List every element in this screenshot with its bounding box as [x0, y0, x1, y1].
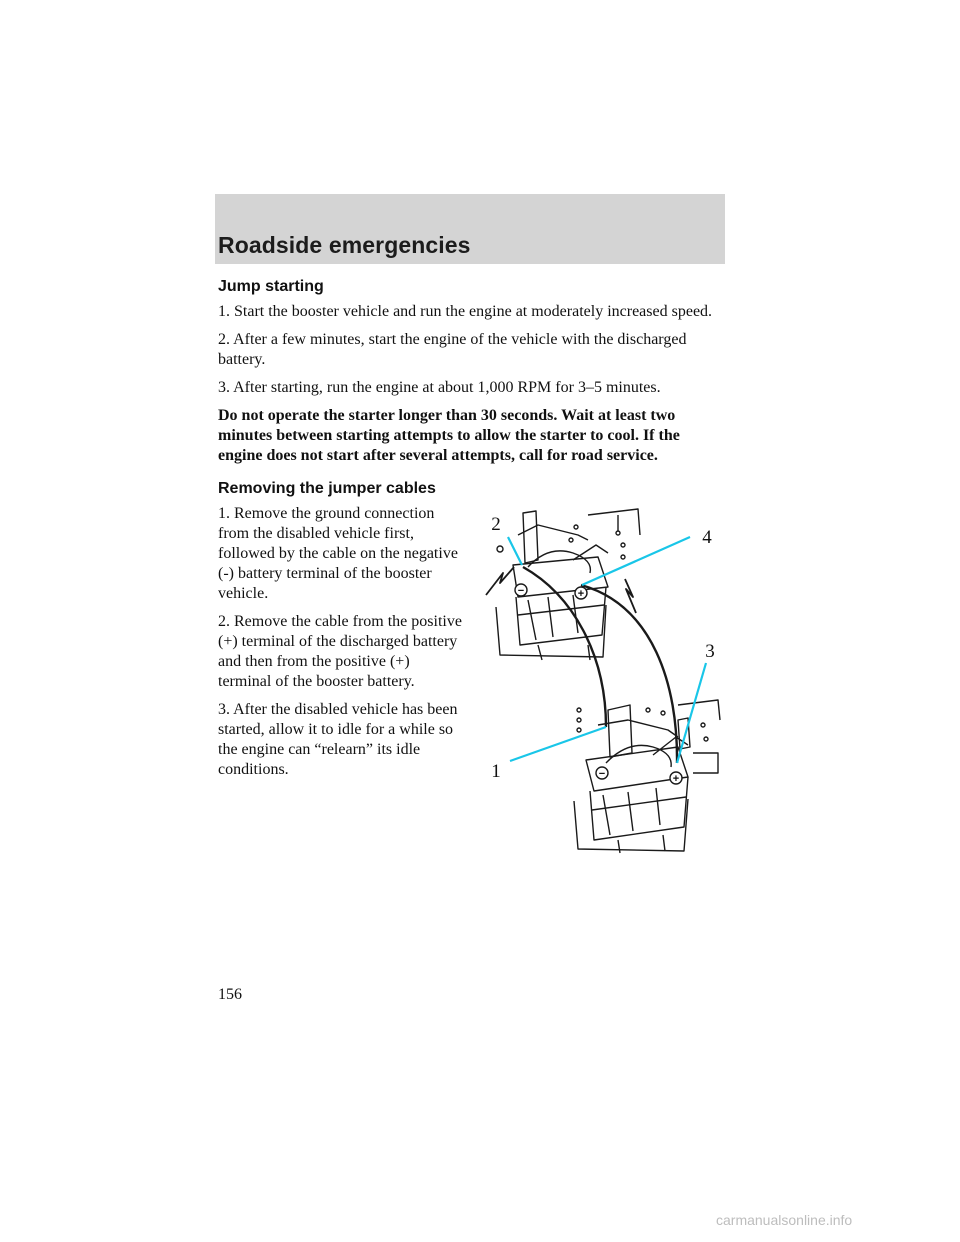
disabled-battery: [573, 699, 721, 854]
callout-leader-3: [675, 662, 708, 764]
jump-step-1: 1. Start the booster vehicle and run the…: [218, 303, 713, 320]
negative-terminal-sign: −: [518, 585, 524, 597]
callout-number-1: 1: [491, 761, 501, 782]
booster-battery: [495, 508, 641, 661]
jumper-cable-diagram: − + − + 2 4 3 1: [478, 505, 728, 865]
callout-number-3: 3: [705, 641, 715, 662]
callout-leader-4: [581, 535, 691, 587]
page-number: 156: [218, 986, 242, 1003]
jump-step-3: 3. After starting, run the engine at abo…: [218, 379, 661, 396]
positive-terminal-sign: +: [673, 773, 679, 785]
removing-cables-heading: Removing the jumper cables: [218, 480, 436, 497]
callout-leader-1: [509, 725, 607, 763]
jump-starting-heading: Jump starting: [218, 278, 324, 295]
callout-leader-2: [507, 536, 523, 566]
spark-icon: [485, 566, 515, 596]
remove-step-3: 3. After the disabled vehicle has been s…: [218, 701, 458, 778]
battery-illustration: − + − + 2 4 3 1: [485, 508, 721, 854]
remove-step-2: 2. Remove the cable from the positive (+…: [218, 613, 462, 690]
jump-step-2: 2. After a few minutes, start the engine…: [218, 331, 687, 368]
site-watermark: carmanualsonline.info: [716, 1212, 853, 1228]
remove-step-1: 1. Remove the ground connection from the…: [218, 505, 458, 602]
starter-warning: Do not operate the starter longer than 3…: [218, 407, 680, 464]
callout-number-4: 4: [702, 527, 712, 548]
main-content: Jump starting 1. Start the booster vehic…: [218, 278, 718, 788]
section-header-band: [215, 194, 725, 264]
jumper-cables: [522, 565, 679, 764]
section-title: Roadside emergencies: [218, 232, 471, 258]
positive-terminal-sign: +: [578, 588, 584, 600]
spark-icon: [624, 578, 637, 614]
negative-terminal-sign: −: [599, 768, 605, 780]
callout-number-2: 2: [491, 514, 501, 535]
